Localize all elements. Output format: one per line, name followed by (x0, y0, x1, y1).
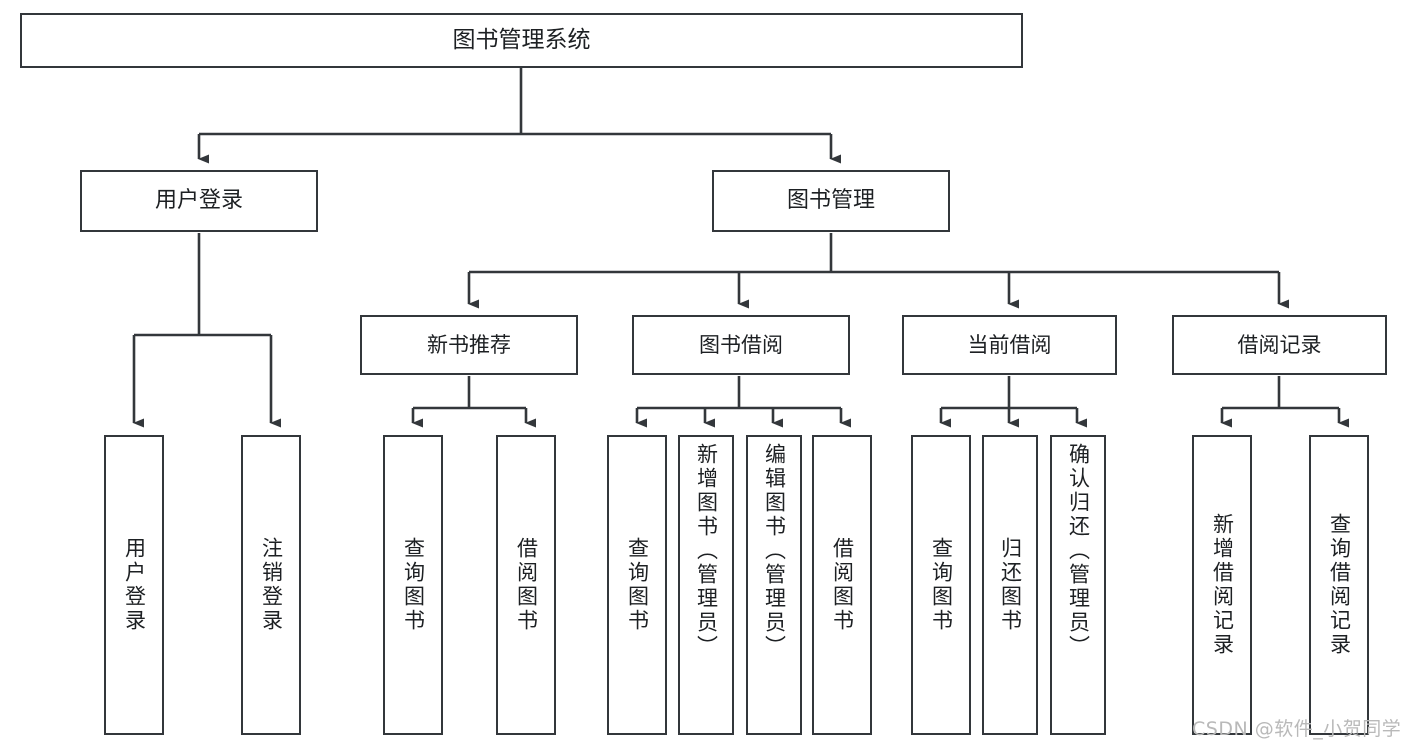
leaf-book-borrow-add-book-admin[interactable]: 新增图书（管理员） (678, 435, 734, 735)
node-label: 归还图书 (998, 537, 1023, 633)
node-label: 确认归还（管理员） (1066, 443, 1091, 659)
node-current-borrowing[interactable]: 当前借阅 (902, 315, 1117, 375)
leaf-current-borrow-confirm-return-admin[interactable]: 确认归还（管理员） (1050, 435, 1106, 735)
node-label: 借阅图书 (830, 537, 855, 633)
node-label: 借阅图书 (514, 537, 539, 633)
node-label: 借阅记录 (1237, 332, 1322, 357)
node-label: 新书推荐 (427, 332, 511, 357)
node-user-login[interactable]: 用户登录 (80, 170, 318, 232)
node-label: 查询图书 (929, 537, 954, 633)
node-label: 编辑图书（管理员） (762, 443, 787, 659)
node-book-borrowing[interactable]: 图书借阅 (632, 315, 850, 375)
leaf-record-query-borrow-record[interactable]: 查询借阅记录 (1309, 435, 1369, 735)
node-label: 用户登录 (122, 537, 147, 633)
leaf-new-book-query-books[interactable]: 查询图书 (383, 435, 443, 735)
leaf-user-login-signin[interactable]: 用户登录 (104, 435, 164, 735)
node-label: 用户登录 (154, 188, 243, 214)
node-label: 当前借阅 (967, 332, 1052, 357)
leaf-current-borrow-return-books[interactable]: 归还图书 (982, 435, 1038, 735)
leaf-book-borrow-borrow-books[interactable]: 借阅图书 (812, 435, 872, 735)
node-label: 注销登录 (259, 537, 284, 633)
node-label: 查询图书 (401, 537, 426, 633)
node-root-book-management-system[interactable]: 图书管理系统 (20, 13, 1023, 68)
leaf-record-add-borrow-record[interactable]: 新增借阅记录 (1192, 435, 1252, 735)
node-label: 查询图书 (625, 537, 650, 633)
node-label: 查询借阅记录 (1327, 513, 1352, 657)
csdn-watermark: CSDN @软件_小贺同学 (1192, 718, 1402, 740)
leaf-new-book-borrow-books[interactable]: 借阅图书 (496, 435, 556, 735)
node-label: 图书借阅 (699, 332, 783, 357)
leaf-book-borrow-edit-book-admin[interactable]: 编辑图书（管理员） (746, 435, 802, 735)
node-borrowing-record[interactable]: 借阅记录 (1172, 315, 1387, 375)
leaf-user-login-signout[interactable]: 注销登录 (241, 435, 301, 735)
node-label: 图书管理系统 (452, 27, 591, 54)
node-new-book-recommendation[interactable]: 新书推荐 (360, 315, 578, 375)
leaf-current-borrow-query-books[interactable]: 查询图书 (911, 435, 971, 735)
node-label: 图书管理 (786, 188, 875, 214)
node-label: 新增图书（管理员） (694, 443, 719, 659)
node-book-management[interactable]: 图书管理 (712, 170, 950, 232)
leaf-book-borrow-query-books[interactable]: 查询图书 (607, 435, 667, 735)
node-label: 新增借阅记录 (1210, 513, 1235, 657)
